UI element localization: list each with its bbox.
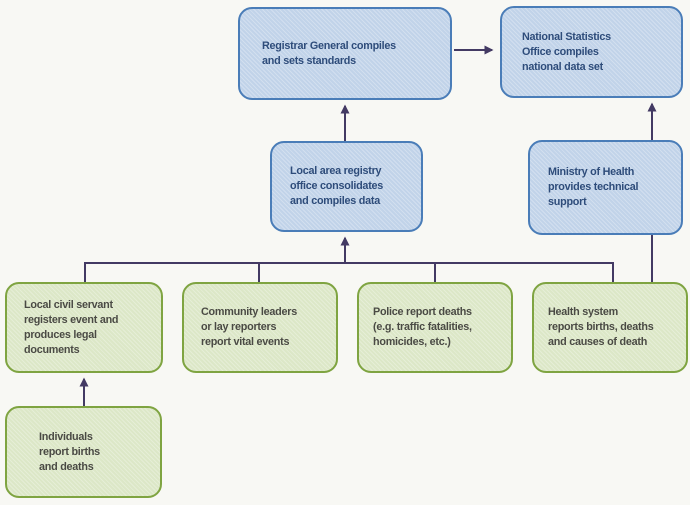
node-community-leaders: Community leaders or lay reporters repor… [182,282,338,373]
node-label-line: National Statistics [522,30,611,43]
node-label-line: support [548,196,587,208]
node-health-system: Health system reports births, deaths and… [532,282,688,373]
node-label-line: or lay reporters [201,321,277,333]
node-label-line: documents [24,343,80,356]
node-label-line: Individuals [39,430,93,443]
node-label-line: homicides, etc.) [373,336,451,348]
node-registrar-general: Registrar General compiles and sets stan… [238,7,452,100]
node-label-line: Local civil servant [24,298,113,311]
node-national-statistics-office: National Statistics Office compiles nati… [500,6,683,98]
node-label-line: and compiles data [290,195,380,207]
node-label-line: Registrar General compiles [262,39,396,52]
node-label-line: Local area registry [290,165,382,177]
node-police: Police report deaths (e.g. traffic fatal… [357,282,513,373]
node-label-line: office consolidates [290,180,384,192]
node-label-line: and causes of death [548,336,648,348]
node-label-line: Health system [548,306,618,318]
node-label-line: and deaths [39,460,94,473]
node-label-line: and sets standards [262,54,356,67]
node-label-line: Community leaders [201,306,297,318]
node-label-line: produces legal [24,328,97,341]
node-label-line: (e.g. traffic fatalities, [373,321,472,333]
node-local-civil-servant: Local civil servant registers event and … [5,282,163,373]
node-label-line: report births [39,445,100,458]
node-label-line: reports births, deaths [548,321,654,333]
node-individuals: Individuals report births and deaths [5,406,162,498]
node-ministry-of-health: Ministry of Health provides technical su… [528,140,683,235]
node-label-line: provides technical [548,181,639,193]
node-label-line: national data set [522,60,603,73]
node-label-line: report vital events [201,336,290,348]
node-label-line: registers event and [24,313,119,326]
node-local-area-registry: Local area registry office consolidates … [270,141,423,232]
node-label-line: Police report deaths [373,306,472,318]
node-label-line: Office compiles [522,45,599,58]
node-label-line: Ministry of Health [548,166,635,178]
